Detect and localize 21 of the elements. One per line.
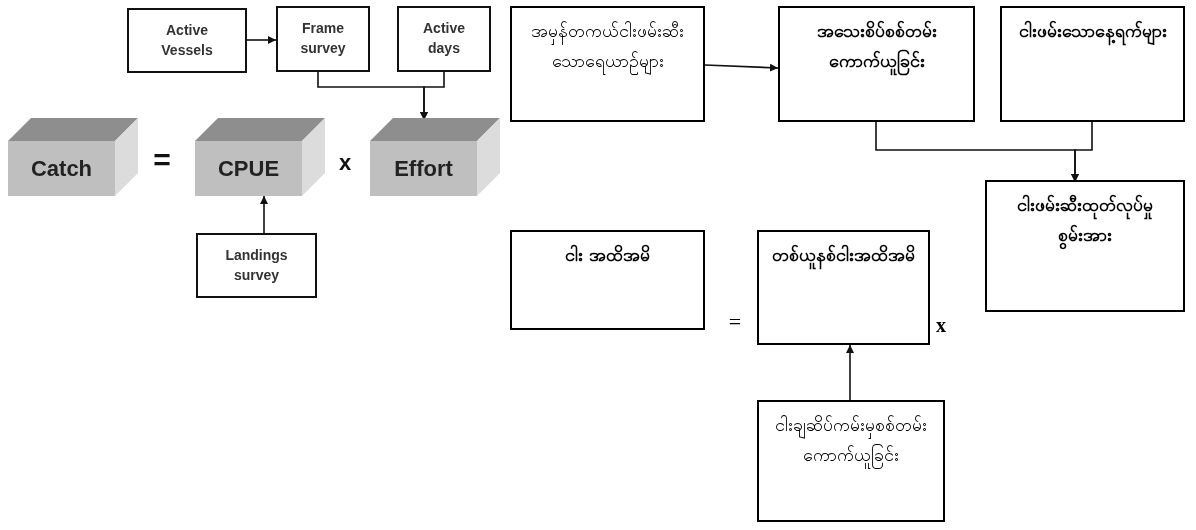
- arrow: [1071, 121, 1093, 183]
- arrow: [246, 36, 277, 44]
- process-box: Landings survey: [196, 233, 317, 298]
- multiply-sign: x: [338, 150, 352, 176]
- equals-sign: =: [153, 143, 171, 177]
- process-box: Frame survey: [276, 6, 370, 72]
- arrow: [846, 344, 854, 401]
- arrow: [260, 195, 268, 234]
- process-box: Active days: [397, 6, 491, 72]
- process-box: အမှန်တကယ်ငါးဖမ်းဆီး သောရေယာဉ်များ: [510, 6, 705, 122]
- arrow: [704, 63, 779, 72]
- equals-sign: =: [728, 309, 742, 335]
- process-box: တစ်ယူနစ်ငါးအထိအမိ: [757, 230, 930, 345]
- process-box: ငါးချဆိပ်ကမ်းမှစစ်တမ်းကောက်ယူခြင်း: [757, 400, 945, 522]
- process-box: အသေးစိပ်စစ်တမ်းကောက်ယူခြင်း: [778, 6, 975, 122]
- process-box: ငါး အထိအမိ: [510, 230, 705, 330]
- process-box: ငါးဖမ်းသောနေ့ရက်များ: [1000, 6, 1185, 122]
- arrow: [420, 71, 445, 121]
- multiply-sign: x: [936, 313, 946, 337]
- process-box: Active Vessels: [127, 8, 247, 73]
- process-box: ငါးဖမ်းဆီးထုတ်လုပ်မှုစွမ်းအား: [985, 180, 1185, 312]
